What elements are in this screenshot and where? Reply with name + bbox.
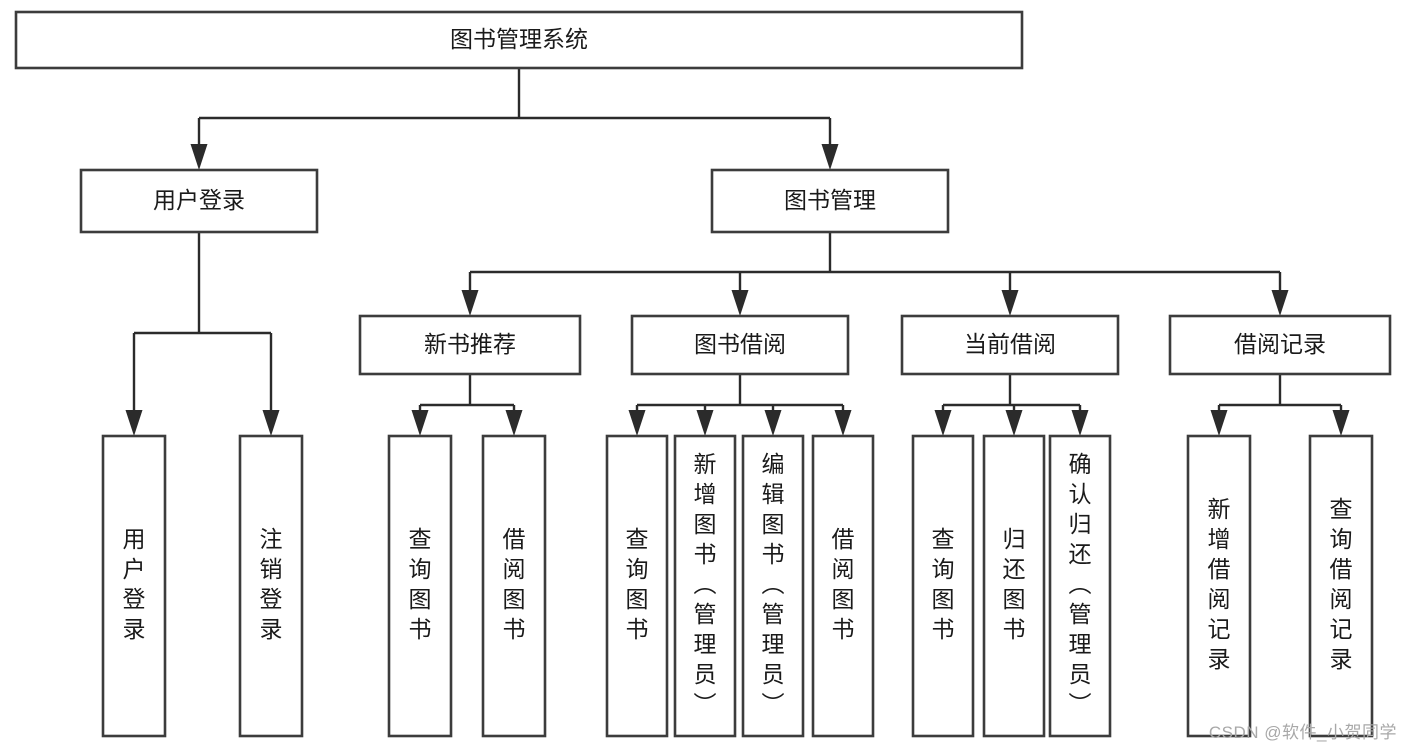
node-label: 查询图书 — [932, 526, 955, 642]
watermark-text: CSDN @软件_小贺同学 — [1208, 723, 1397, 742]
node-box[interactable] — [673, 434, 737, 738]
arrow-head-icon — [461, 290, 479, 316]
connector-group-newbook — [411, 374, 523, 436]
node-box[interactable] — [741, 434, 805, 738]
node-box[interactable] — [1048, 434, 1112, 738]
node-label: 查询图书 — [409, 526, 432, 642]
node-leaf-add-record[interactable]: 新增借阅记录 — [1186, 434, 1252, 738]
node-records[interactable]: 借阅记录 — [1168, 314, 1392, 376]
node-box[interactable] — [1168, 314, 1392, 376]
arrow-head-icon — [262, 410, 280, 436]
node-root[interactable]: 图书管理系统 — [14, 10, 1024, 70]
arrow-head-icon — [125, 410, 143, 436]
connector-group-bookmgmt — [461, 232, 1289, 316]
arrow-head-icon — [1001, 290, 1019, 316]
node-leaf-query-book-1[interactable]: 查询图书 — [387, 434, 453, 738]
node-label: 查询图书 — [626, 526, 649, 642]
node-box[interactable] — [982, 434, 1046, 738]
node-leaf-confirm-return[interactable]: 确认归还︵管理员︶ — [1048, 434, 1112, 738]
node-label: 图书管理系统 — [450, 26, 588, 52]
connector-layer — [125, 68, 1350, 436]
arrow-head-icon — [934, 410, 952, 436]
arrow-head-icon — [834, 410, 852, 436]
node-leaf-user-logout[interactable]: 注销登录 — [238, 434, 304, 738]
arrow-head-icon — [505, 410, 523, 436]
node-label: 编辑图书︵管理员︶ — [762, 451, 785, 717]
arrow-head-icon — [411, 410, 429, 436]
arrow-head-icon — [190, 144, 208, 170]
arrow-head-icon — [1005, 410, 1023, 436]
arrow-head-icon — [1332, 410, 1350, 436]
node-box[interactable] — [358, 314, 582, 376]
arrow-head-icon — [821, 144, 839, 170]
node-login[interactable]: 用户登录 — [79, 168, 319, 234]
node-label: 借阅图书 — [832, 526, 855, 642]
node-box[interactable] — [1186, 434, 1252, 738]
node-box[interactable] — [1308, 434, 1374, 738]
node-label: 查询借阅记录 — [1330, 496, 1353, 672]
node-leaf-borrow-book-2[interactable]: 借阅图书 — [811, 434, 875, 738]
node-box[interactable] — [79, 168, 319, 234]
connector-group-current — [934, 374, 1089, 436]
node-leaf-edit-book[interactable]: 编辑图书︵管理员︶ — [741, 434, 805, 738]
node-box[interactable] — [630, 314, 850, 376]
node-box[interactable] — [238, 434, 304, 738]
arrow-head-icon — [764, 410, 782, 436]
node-layer: 图书管理系统用户登录图书管理新书推荐图书借阅当前借阅借阅记录用户登录注销登录查询… — [14, 10, 1392, 738]
node-label: 借阅记录 — [1234, 331, 1326, 357]
node-label: 归还图书 — [1003, 526, 1026, 642]
node-box[interactable] — [101, 434, 167, 738]
node-label: 新增借阅记录 — [1208, 496, 1231, 672]
connector-group-login — [125, 232, 280, 436]
node-box[interactable] — [811, 434, 875, 738]
arrow-head-icon — [696, 410, 714, 436]
node-label: 借阅图书 — [503, 526, 526, 642]
node-label: 用户登录 — [123, 526, 146, 642]
node-label: 新书推荐 — [424, 331, 516, 357]
arrow-head-icon — [731, 290, 749, 316]
node-label: 用户登录 — [153, 187, 245, 213]
node-label: 确认归还︵管理员︶ — [1069, 451, 1092, 717]
node-box[interactable] — [911, 434, 975, 738]
connector-group-records — [1210, 374, 1350, 436]
node-leaf-borrow-book-1[interactable]: 借阅图书 — [481, 434, 547, 738]
connector-group-root — [190, 68, 839, 170]
node-box[interactable] — [14, 10, 1024, 70]
node-box[interactable] — [900, 314, 1120, 376]
arrow-head-icon — [1071, 410, 1089, 436]
node-current[interactable]: 当前借阅 — [900, 314, 1120, 376]
node-leaf-query-book-2[interactable]: 查询图书 — [605, 434, 669, 738]
node-leaf-add-book[interactable]: 新增图书︵管理员︶ — [673, 434, 737, 738]
arrow-head-icon — [628, 410, 646, 436]
node-label: 注销登录 — [260, 526, 283, 642]
node-box[interactable] — [481, 434, 547, 738]
node-label: 图书管理 — [784, 187, 876, 213]
node-box[interactable] — [387, 434, 453, 738]
node-label: 新增图书︵管理员︶ — [694, 451, 717, 717]
node-leaf-user-login[interactable]: 用户登录 — [101, 434, 167, 738]
node-bookmgmt[interactable]: 图书管理 — [710, 168, 950, 234]
node-leaf-return-book[interactable]: 归还图书 — [982, 434, 1046, 738]
node-leaf-query-book-3[interactable]: 查询图书 — [911, 434, 975, 738]
node-leaf-query-record[interactable]: 查询借阅记录 — [1308, 434, 1374, 738]
node-label: 图书借阅 — [694, 331, 786, 357]
node-label: 当前借阅 — [964, 331, 1056, 357]
node-box[interactable] — [605, 434, 669, 738]
connector-group-borrow — [628, 374, 852, 436]
node-borrow[interactable]: 图书借阅 — [630, 314, 850, 376]
node-box[interactable] — [710, 168, 950, 234]
node-newbook[interactable]: 新书推荐 — [358, 314, 582, 376]
arrow-head-icon — [1271, 290, 1289, 316]
arrow-head-icon — [1210, 410, 1228, 436]
